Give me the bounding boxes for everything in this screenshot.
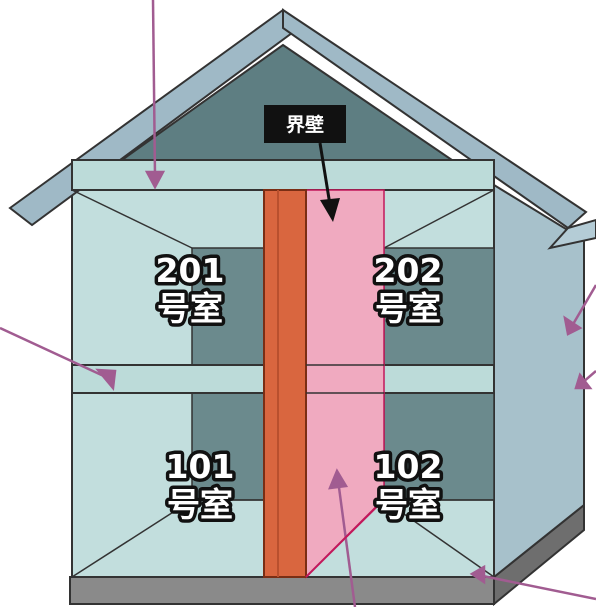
arrowhead [574, 372, 593, 390]
room-102-number: 102 [374, 447, 443, 486]
partition-wall-arrowhead [320, 198, 340, 222]
room-201-number: 201 [156, 251, 225, 290]
room-202-suffix: 号室 [375, 289, 441, 328]
arrowhead [469, 564, 486, 585]
room-201-suffix: 号室 [157, 289, 223, 328]
room-102-suffix: 号室 [375, 485, 441, 524]
room-101-number: 101 [166, 447, 235, 486]
arrowhead [144, 170, 166, 190]
room-202-number: 202 [374, 251, 443, 290]
arrowhead [95, 368, 117, 392]
wood-stud [263, 189, 307, 578]
room-101-suffix: 号室 [167, 485, 233, 524]
partition-wall-tag: 界壁 [286, 113, 324, 136]
roof-eave-right [547, 218, 596, 250]
foundation-front [69, 576, 495, 605]
partition-wall-pointer [318, 142, 332, 206]
arrowhead [328, 468, 349, 490]
ceiling-band [71, 159, 495, 191]
arrowhead [563, 315, 583, 336]
partition-wall-tag-bg [264, 105, 346, 143]
